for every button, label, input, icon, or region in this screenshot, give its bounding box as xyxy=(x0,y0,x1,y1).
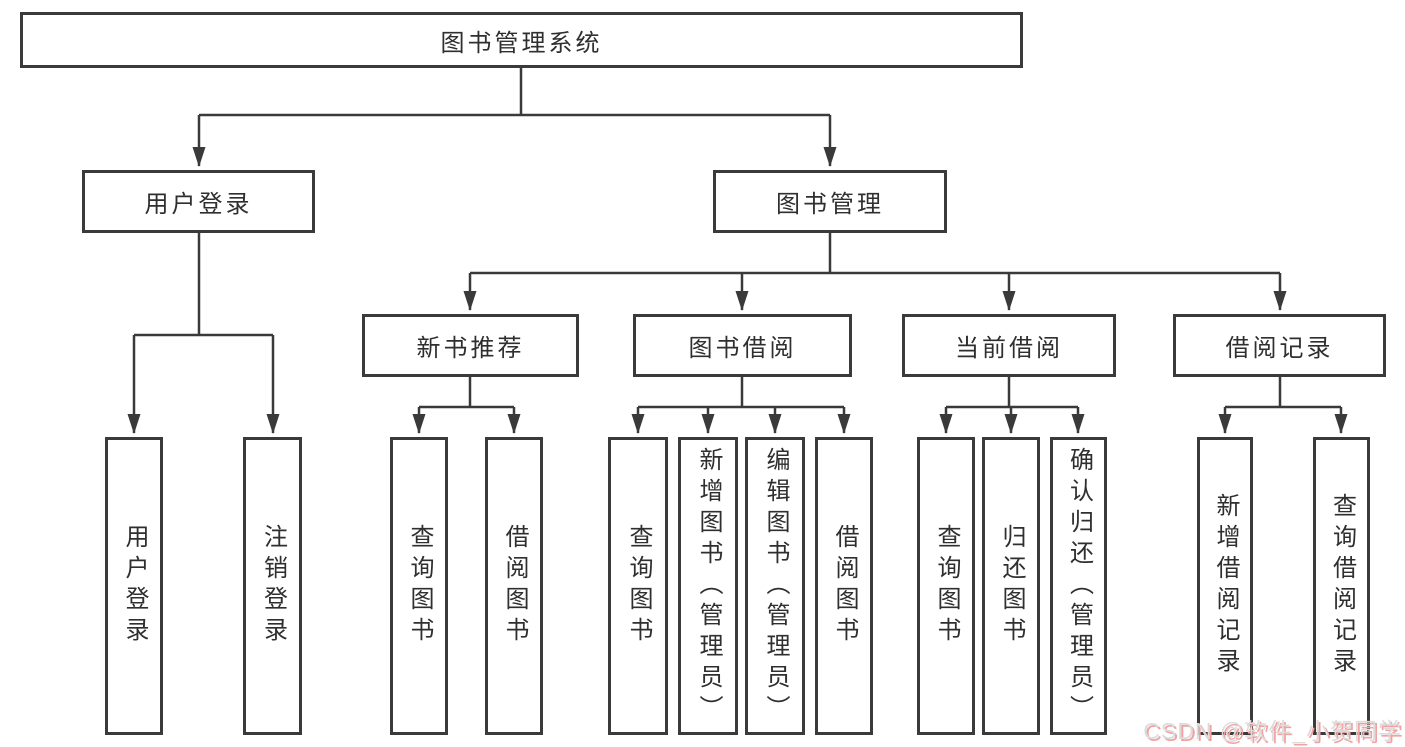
leaf-query-books-borrow-label: 查询图书 xyxy=(625,524,652,648)
leaf-return-books: 归还图书 xyxy=(982,437,1040,735)
leaf-user-login-label: 用户登录 xyxy=(121,524,148,648)
leaf-edit-book-admin: 编辑图书（管理员） xyxy=(745,437,805,735)
leaf-query-books-recommend: 查询图书 xyxy=(390,437,448,735)
node-current-borrow: 当前借阅 xyxy=(902,314,1116,377)
leaf-logout: 注销登录 xyxy=(243,437,302,735)
node-new-book-recommend-label: 新书推荐 xyxy=(416,335,525,362)
node-book-borrow: 图书借阅 xyxy=(633,314,852,377)
node-root: 图书管理系统 xyxy=(20,12,1023,68)
node-current-borrow-label: 当前借阅 xyxy=(955,335,1063,362)
node-root-label: 图书管理系统 xyxy=(440,29,603,57)
leaf-query-books-borrow: 查询图书 xyxy=(608,437,668,735)
leaf-user-login: 用户登录 xyxy=(105,437,163,735)
leaf-borrow-books-recommend: 借阅图书 xyxy=(485,437,543,735)
leaf-edit-book-admin-label: 编辑图书（管理员） xyxy=(762,446,789,726)
leaf-query-books-current: 查询图书 xyxy=(917,437,975,735)
leaf-confirm-return-admin-label: 确认归还（管理员） xyxy=(1065,446,1093,726)
leaf-query-books-current-label: 查询图书 xyxy=(933,524,960,648)
node-borrow-records-label: 借阅记录 xyxy=(1225,335,1334,362)
node-book-management-label: 图书管理 xyxy=(776,191,884,218)
leaf-logout-label: 注销登录 xyxy=(259,524,287,648)
node-book-borrow-label: 图书借阅 xyxy=(688,335,797,362)
leaf-add-book-admin-label: 新增图书（管理员） xyxy=(695,446,722,726)
leaf-query-books-recommend-label: 查询图书 xyxy=(406,524,433,648)
leaf-add-book-admin: 新增图书（管理员） xyxy=(678,437,738,735)
node-book-management: 图书管理 xyxy=(713,170,947,233)
leaf-confirm-return-admin: 确认归还（管理员） xyxy=(1050,437,1107,735)
node-user-login: 用户登录 xyxy=(82,170,315,233)
watermark: CSDN @软件_小贺同学 xyxy=(1143,718,1402,744)
leaf-borrow-books-borrow: 借阅图书 xyxy=(815,437,873,735)
leaf-query-borrow-record-label: 查询借阅记录 xyxy=(1328,493,1356,679)
leaf-add-borrow-record-label: 新增借阅记录 xyxy=(1212,493,1239,679)
leaf-query-borrow-record: 查询借阅记录 xyxy=(1313,437,1370,735)
leaf-borrow-books-borrow-label: 借阅图书 xyxy=(831,524,858,648)
leaf-borrow-books-recommend-label: 借阅图书 xyxy=(501,524,528,648)
node-borrow-records: 借阅记录 xyxy=(1173,314,1386,377)
leaf-add-borrow-record: 新增借阅记录 xyxy=(1197,437,1253,735)
node-user-login-label: 用户登录 xyxy=(144,191,253,218)
leaf-return-books-label: 归还图书 xyxy=(998,524,1025,648)
node-new-book-recommend: 新书推荐 xyxy=(362,314,579,377)
